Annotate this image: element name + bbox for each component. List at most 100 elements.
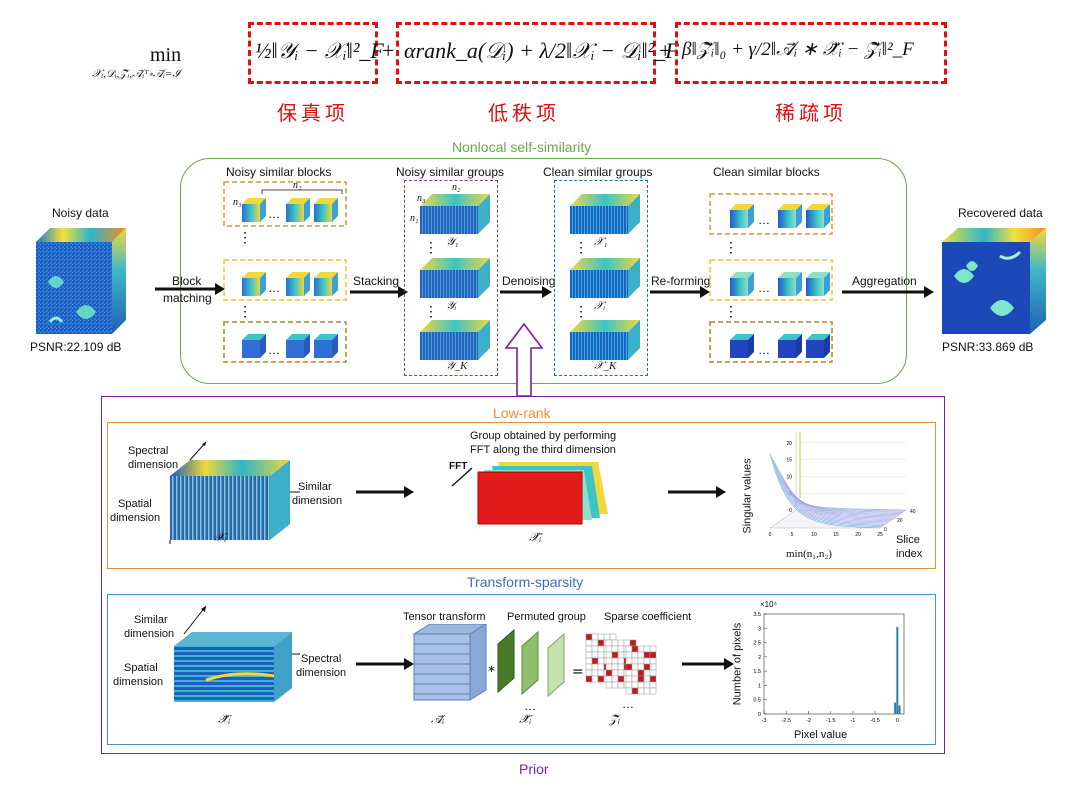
sparse-cell	[629, 639, 637, 647]
hist-exp-label: ×10⁴	[760, 600, 778, 609]
lowrank-spectral-label: Spectral	[128, 445, 169, 457]
sparse-cell	[611, 669, 619, 677]
sparse-cell	[631, 645, 639, 653]
lowrank-xi-label: 𝒳ᵢ	[214, 530, 227, 544]
sv-slice-label: Slice	[896, 534, 920, 546]
sp-zi-label: 𝒵⃗ᵢ	[609, 712, 621, 726]
svg-text:…: …	[758, 343, 770, 357]
label-lowrank: 低秩项	[488, 101, 560, 125]
sparse-grid	[625, 645, 657, 695]
sp-spatial-dim-label: dimension	[113, 676, 164, 688]
sv-x-tick: 10	[811, 532, 817, 538]
sparse-cell	[603, 633, 611, 641]
sparse-cell	[609, 633, 617, 641]
denoising-label: Denoising	[502, 274, 556, 288]
sparse-cell	[637, 645, 645, 653]
hist-y-tick: 1.5	[753, 669, 761, 675]
sparse-cell	[649, 645, 657, 653]
sparse-cell	[597, 675, 605, 683]
sparse-cell	[591, 675, 599, 683]
sparse-cell	[625, 675, 633, 683]
sv-series-line	[773, 459, 884, 526]
fidelity-term-box	[248, 22, 378, 84]
sparse-cell	[637, 657, 645, 665]
sparse-cell	[631, 657, 639, 665]
sparse-cell	[625, 645, 633, 653]
singular-values-chart: 0510152025051015202502040	[756, 432, 916, 544]
prior-frame	[101, 396, 945, 754]
sparse-cell	[649, 687, 657, 695]
sparsity-group-tensor	[174, 605, 300, 702]
sparse-cell	[617, 669, 625, 677]
sv-x-axis-label: min(n₁,n₂)	[786, 548, 832, 560]
sv-series-line	[781, 476, 893, 520]
hist-bar	[898, 705, 901, 714]
label-fidelity: 保真项	[277, 101, 349, 125]
sparse-cell	[605, 681, 613, 689]
sparse-cell	[605, 657, 613, 665]
sv-z-tick: 40	[910, 509, 916, 515]
sv-series-line	[783, 479, 894, 519]
col-noisy-blocks: Noisy similar blocks	[226, 165, 332, 179]
sparse-cell	[597, 645, 605, 653]
sparse-cell	[631, 675, 639, 683]
col-clean-blocks: Clean similar blocks	[713, 165, 820, 179]
nonlocal-title: Nonlocal self-similarity	[452, 139, 592, 155]
sparse-cell	[643, 645, 651, 653]
svg-text:…: …	[268, 343, 280, 357]
sparse-cell	[585, 675, 593, 683]
lowrank-similar-label: Similar	[298, 481, 332, 493]
sv-y-tick: 20	[786, 441, 792, 447]
xk-label: 𝒳_K	[594, 360, 617, 372]
sparse-cell	[643, 657, 651, 665]
noisy-data-cube	[36, 228, 126, 334]
hist-y-tick: 2.5	[753, 641, 761, 647]
sparse-cell	[631, 651, 639, 659]
recovered-psnr: PSNR:33.869 dB	[942, 340, 1034, 354]
sv-x-tick: 15	[833, 532, 839, 538]
sparse-cell	[617, 639, 625, 647]
sparse-cell	[597, 651, 605, 659]
hist-x-tick: -3	[762, 718, 767, 724]
hist-x-tick: -2.5	[781, 718, 790, 724]
sparse-cell	[643, 675, 651, 683]
sparse-cell	[611, 675, 619, 683]
sparse-cell	[585, 645, 593, 653]
sparse-cell	[597, 663, 605, 671]
sparsity-arrow-2	[682, 658, 734, 670]
noisy-data-label: Noisy data	[52, 206, 109, 220]
sparse-cell	[643, 687, 651, 695]
sparse-cell	[591, 663, 599, 671]
sp-spectral-dim-label: dimension	[296, 667, 347, 679]
sparse-cell	[649, 675, 657, 683]
sparse-cell	[625, 681, 633, 689]
sparse-cell	[591, 645, 599, 653]
hist-y-tick: 0.5	[753, 698, 761, 704]
sparse-cell	[597, 633, 605, 641]
sparse-cell	[649, 681, 657, 689]
sv-x-tick: 0	[769, 532, 772, 538]
noisy-similar-blocks: … … … ⋮ ⋮	[223, 181, 347, 363]
sv-y-axis-label: Singular values	[741, 458, 754, 534]
lowrank-title: Low-rank	[493, 405, 551, 421]
col-clean-groups: Clean similar groups	[543, 165, 653, 179]
sparse-cell	[625, 651, 633, 659]
sparse-term-box	[675, 22, 947, 84]
sparse-cell	[611, 651, 619, 659]
sparsity-transform-diagram: * … = …	[412, 624, 657, 710]
sparse-cell	[611, 645, 619, 653]
x1-label: 𝒳₁	[594, 236, 608, 248]
sv-series-line	[769, 453, 881, 529]
clean-similar-blocks: … … … ⋮ ⋮	[709, 193, 833, 363]
sv-y-tick: 0	[789, 508, 792, 514]
sv-series-line	[778, 469, 889, 523]
lowrank-spectral-dim-label: dimension	[128, 459, 179, 471]
sv-x-tick: 20	[855, 532, 861, 538]
hist-bar	[896, 626, 899, 714]
recovered-data-cube	[942, 228, 1046, 334]
svg-text:…: …	[758, 281, 770, 295]
hist-y-tick: 3.5	[753, 612, 761, 618]
sparse-cell	[617, 657, 625, 665]
hist-bar	[894, 702, 897, 714]
